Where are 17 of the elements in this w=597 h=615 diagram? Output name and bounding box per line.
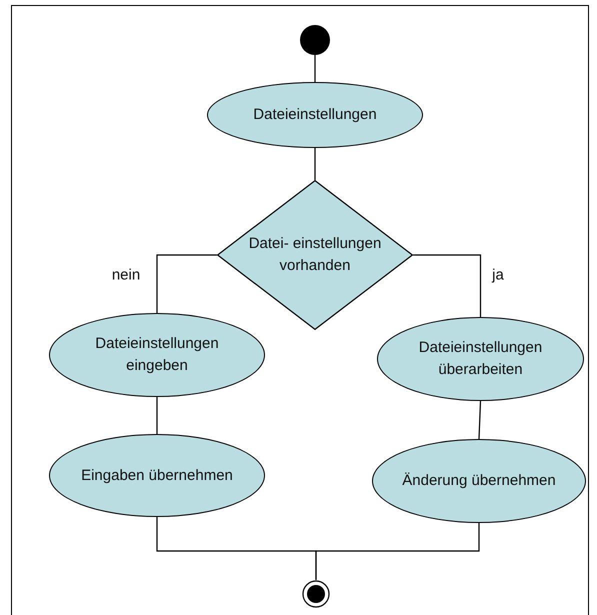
- connector-line: [413, 254, 482, 317]
- end-node: [302, 580, 330, 608]
- node-label: Dateieinstellungen eingeben: [94, 334, 220, 376]
- node-label: Eingaben übernehmen: [81, 466, 233, 486]
- connector-line: [314, 55, 316, 82]
- edge-label: ja: [490, 266, 506, 284]
- connector-line: [314, 148, 316, 180]
- node-label: Datei- einstellungen vorhanden: [248, 234, 382, 276]
- connector-line: [156, 254, 217, 313]
- node-label: Dateieinstellungen überarbeiten: [418, 338, 544, 380]
- decision-diamond: [217, 180, 413, 330]
- connector-line: [156, 397, 158, 434]
- connector-line: [315, 523, 480, 580]
- node-label: Dateieinstellungen: [253, 105, 377, 126]
- node-label: Änderung übernehmen: [402, 471, 556, 492]
- connector-line: [478, 400, 482, 440]
- start-node: [300, 25, 330, 55]
